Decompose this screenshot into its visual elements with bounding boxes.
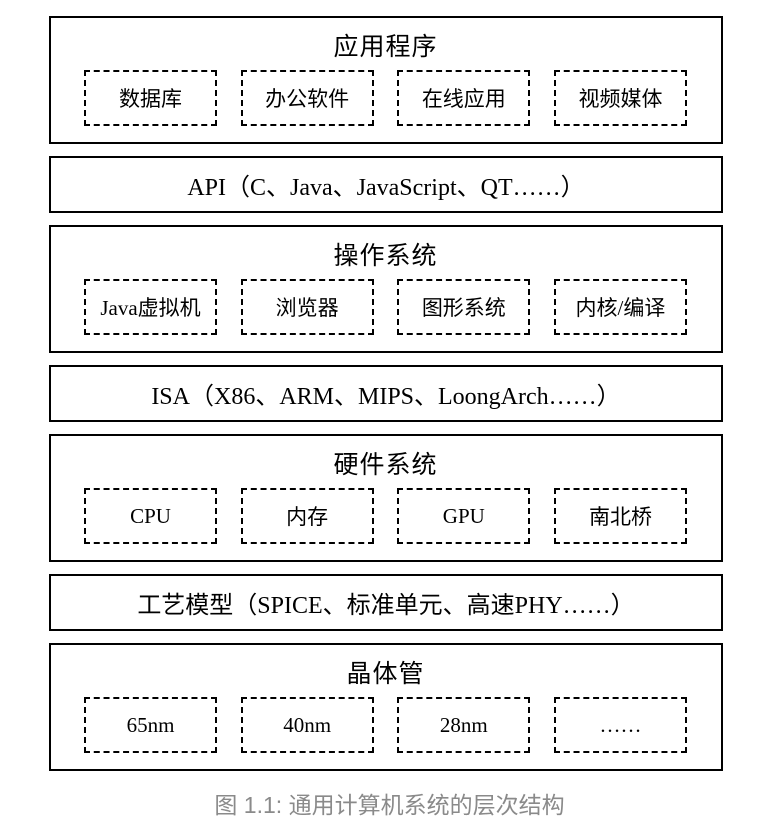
layer-applications: 应用程序 数据库 办公软件 在线应用 视频媒体 [49, 16, 723, 144]
layer-api-title: API（C、Java、JavaScript、QT……） [187, 175, 585, 201]
os-item-kernel-compiler: 内核/编译 [553, 279, 687, 335]
app-item-online-apps: 在线应用 [397, 70, 531, 126]
app-item-video-media: 视频媒体 [553, 70, 687, 126]
layer-process-model: 工艺模型（SPICE、标准单元、高速PHY……） [49, 574, 723, 631]
tx-item-65nm: 65nm [84, 697, 217, 753]
tx-item-40nm: 40nm [240, 697, 374, 753]
tx-item-ellipsis: …… [553, 697, 687, 753]
layer-hardware-system: 硬件系统 CPU 内存 GPU 南北桥 [49, 434, 723, 562]
tx-item-28nm: 28nm [397, 697, 531, 753]
hw-item-gpu: GPU [397, 488, 531, 544]
os-item-browser: 浏览器 [240, 279, 374, 335]
layer-transistor: 晶体管 65nm 40nm 28nm …… [49, 643, 723, 771]
layer-isa: ISA（X86、ARM、MIPS、LoongArch……） [49, 365, 723, 422]
app-item-office-software: 办公软件 [240, 70, 374, 126]
hw-item-memory: 内存 [240, 488, 374, 544]
hw-item-cpu: CPU [84, 488, 217, 544]
os-item-java-vm: Java虚拟机 [84, 279, 217, 335]
layer-process-model-title: 工艺模型（SPICE、标准单元、高速PHY……） [137, 593, 635, 619]
layer-operating-system: 操作系统 Java虚拟机 浏览器 图形系统 内核/编译 [49, 225, 723, 353]
layer-hardware-system-title: 硬件系统 [333, 452, 438, 479]
layer-operating-system-items: Java虚拟机 浏览器 图形系统 内核/编译 [84, 279, 687, 335]
computer-system-layer-diagram: 应用程序 数据库 办公软件 在线应用 视频媒体 API（C、Java、JavaS… [49, 16, 723, 771]
layer-transistor-title: 晶体管 [346, 661, 425, 688]
figure-caption: 图 1.1: 通用计算机系统的层次结构 [214, 792, 565, 818]
layer-transistor-items: 65nm 40nm 28nm …… [84, 697, 687, 753]
layer-applications-items: 数据库 办公软件 在线应用 视频媒体 [84, 70, 687, 126]
layer-hardware-system-items: CPU 内存 GPU 南北桥 [84, 488, 687, 544]
app-item-database: 数据库 [84, 70, 217, 126]
layer-api: API（C、Java、JavaScript、QT……） [49, 156, 723, 213]
layer-isa-title: ISA（X86、ARM、MIPS、LoongArch……） [151, 384, 621, 410]
layer-operating-system-title: 操作系统 [333, 243, 438, 270]
hw-item-north-south-bridge: 南北桥 [553, 488, 687, 544]
os-item-graphics-system: 图形系统 [397, 279, 531, 335]
layer-applications-title: 应用程序 [333, 34, 438, 61]
